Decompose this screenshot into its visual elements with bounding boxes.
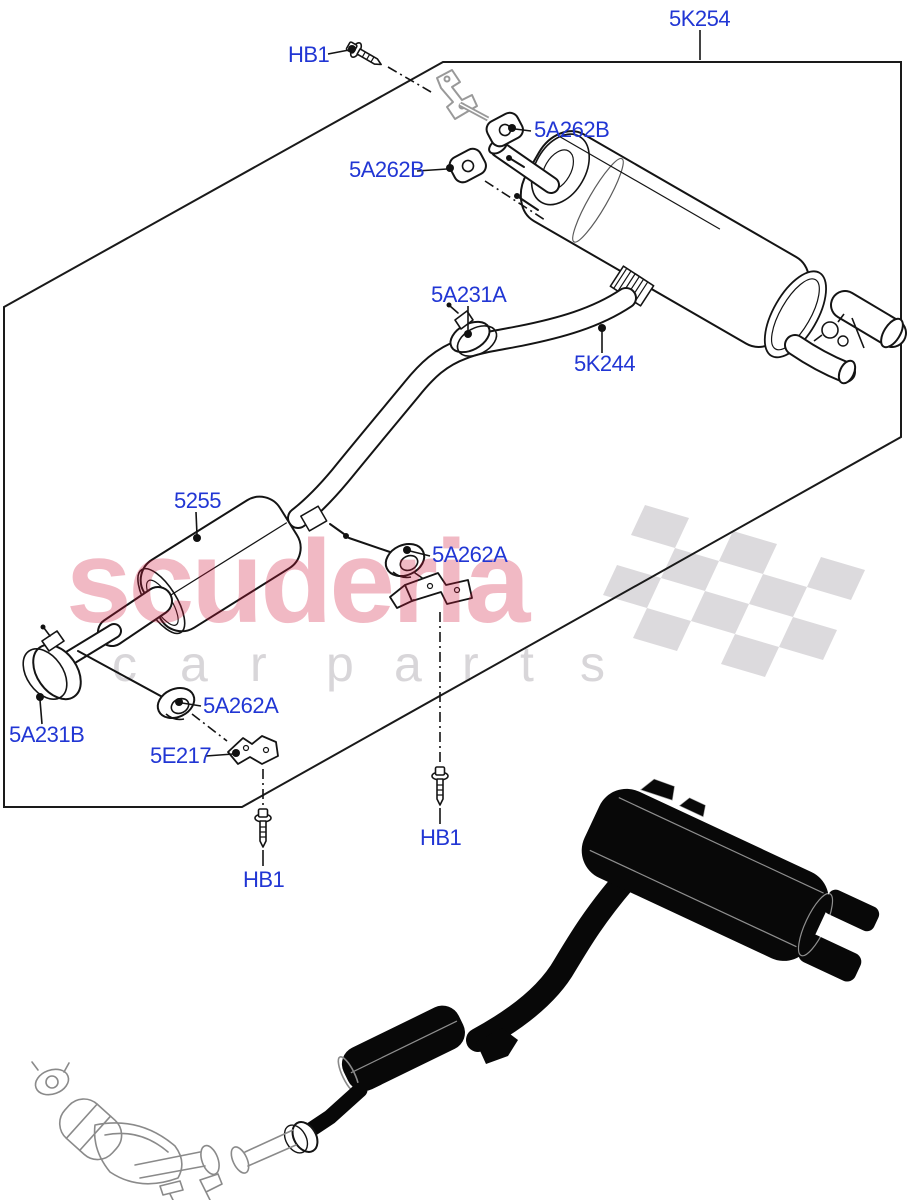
callouts: HB1 5K254 5A262B 5A262B 5A231A 5K244 525…	[9, 6, 731, 892]
bolt-hb1-left	[254, 808, 272, 848]
exhaust-line-art	[22, 37, 907, 866]
callout-hb1-top[interactable]: HB1	[288, 42, 330, 67]
wm-letter-a1: a	[180, 636, 208, 692]
catalyst-outline	[31, 1061, 220, 1200]
bolt-hb1-middle	[431, 766, 449, 806]
callout-hb1-bottom-middle[interactable]: HB1	[420, 825, 462, 850]
clamp-5a231b	[22, 624, 82, 701]
checkered-flag-watermark	[603, 505, 865, 677]
bolt-hb1-top	[343, 37, 386, 73]
hanger-5a262b-1	[485, 111, 524, 148]
assembly-axis-top	[387, 66, 432, 93]
position-thumbnail	[31, 778, 880, 1200]
bracket-5e217	[227, 735, 279, 765]
wm-letter-a2: a	[394, 636, 422, 692]
callout-5e217[interactable]: 5E217	[150, 743, 212, 768]
diagram-frame-border	[3, 61, 902, 808]
callout-5a231b[interactable]: 5A231B	[9, 722, 85, 747]
tail-pipes	[784, 290, 907, 385]
callout-5k244[interactable]: 5K244	[574, 351, 636, 376]
callout-5a231a[interactable]: 5A231A	[431, 282, 508, 307]
bracket-under-hanger	[389, 572, 473, 609]
callout-hb1-bottom-left[interactable]: HB1	[243, 867, 285, 892]
brand-watermark: scuderia	[66, 516, 532, 648]
wm-letter-s: s	[580, 636, 605, 692]
valve-actuator	[821, 321, 839, 339]
highlighted-section-silhouette	[199, 778, 880, 1200]
callout-5a262b-left[interactable]: 5A262B	[349, 157, 425, 182]
left-hanger-rod	[77, 650, 169, 701]
callout-5a262b-right[interactable]: 5A262B	[534, 117, 610, 142]
callout-5255[interactable]: 5255	[174, 488, 222, 513]
hanger-5a262b-2	[448, 147, 487, 184]
callout-5a262a-right[interactable]: 5A262A	[432, 542, 509, 567]
wm-letter-p: p	[326, 636, 354, 692]
callout-5a262a-left[interactable]: 5A262A	[203, 693, 280, 718]
thumbnail-clamp	[283, 1121, 319, 1154]
wm-letter-r2: r	[462, 636, 479, 692]
callout-5k254[interactable]: 5K254	[669, 6, 731, 31]
pipe-tag	[300, 505, 328, 532]
wm-letter-r1: r	[250, 636, 267, 692]
